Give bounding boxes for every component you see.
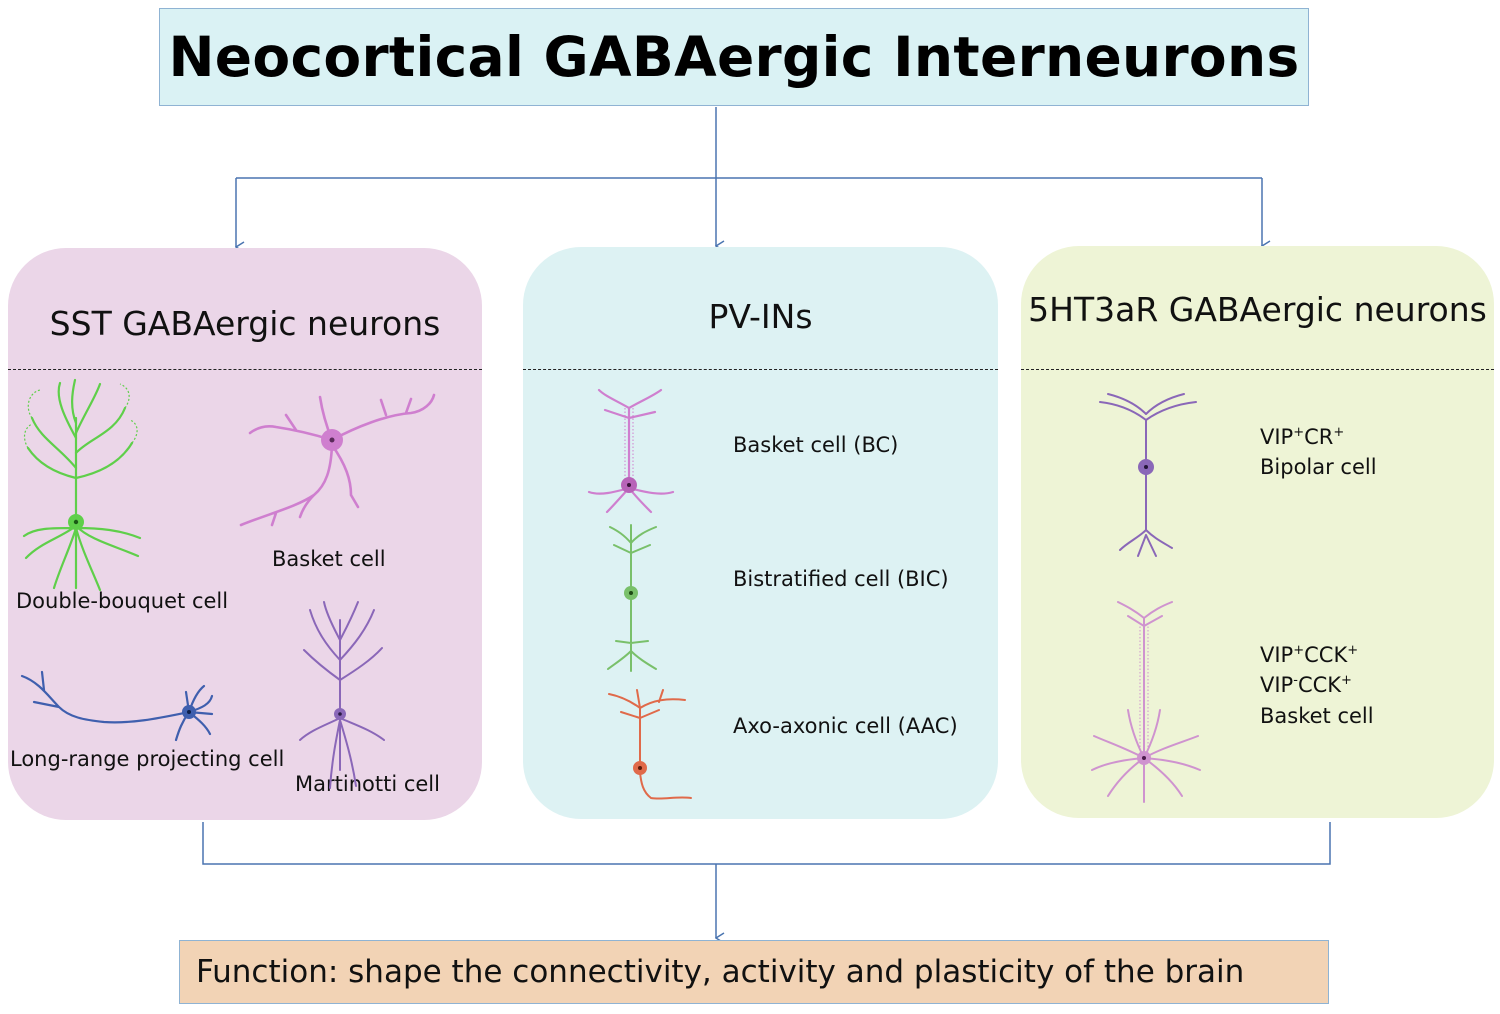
label-axo-axonic-cell: Axo-axonic cell (AAC) xyxy=(733,714,958,738)
label-sst-basket-cell: Basket cell xyxy=(272,547,386,571)
diagram-title: Neocortical GABAergic Interneurons xyxy=(168,25,1300,89)
sst-panel: SST GABAergic neurons Double-bouquet cel… xyxy=(8,248,482,820)
pv-panel-title: PV-INs xyxy=(708,297,813,336)
ht3ar-panel: 5HT3aR GABAergic neurons VIP+CR+ Bipolar… xyxy=(1021,246,1494,818)
axo-axonic-neuron-icon xyxy=(608,689,692,800)
label-pv-basket-cell: Basket cell (BC) xyxy=(733,433,899,457)
pv-basket-neuron-icon xyxy=(587,388,675,514)
vip-cr-type: Bipolar cell xyxy=(1260,455,1377,480)
double-bouquet-neuron-icon xyxy=(22,378,142,592)
vip-cck-line-1: VIP+CCK+ xyxy=(1260,643,1359,667)
martinotti-neuron-icon xyxy=(299,601,385,789)
vip-cck-line-2: VIP-CCK+ xyxy=(1260,673,1352,698)
pv-panel: PV-INs Basket cell (BC) Bistratified cel… xyxy=(523,247,998,819)
label-double-bouquet-cell: Double-bouquet cell xyxy=(16,589,229,613)
bistratified-neuron-icon xyxy=(607,524,657,672)
function-box: Function: shape the connectivity, activi… xyxy=(179,940,1329,1004)
label-long-range-projecting-cell: Long-range projecting cell xyxy=(10,747,285,771)
cck-basket-neuron-icon xyxy=(1091,601,1201,803)
long-range-neuron-icon xyxy=(20,670,214,742)
pv-divider xyxy=(523,369,998,370)
vip-cck-type: Basket cell xyxy=(1260,703,1374,728)
label-vip-cr-bipolar: VIP+CR+ Bipolar cell xyxy=(1260,422,1377,483)
connector-bottom-bar xyxy=(202,822,1331,865)
sst-divider xyxy=(8,369,482,370)
function-text: Function: shape the connectivity, activi… xyxy=(196,954,1245,990)
label-bistratified-cell: Bistratified cell (BIC) xyxy=(733,567,949,591)
bipolar-neuron-icon xyxy=(1099,393,1197,557)
label-martinotti-cell: Martinotti cell xyxy=(295,772,440,796)
vip-cr-markers: VIP+CR+ xyxy=(1260,425,1345,449)
sst-panel-title: SST GABAergic neurons xyxy=(49,304,441,343)
title-box: Neocortical GABAergic Interneurons xyxy=(159,8,1309,106)
sst-basket-neuron-icon xyxy=(239,393,436,527)
label-vip-cck-basket: VIP+CCK+ VIP-CCK+ Basket cell xyxy=(1260,640,1374,731)
ht3ar-divider xyxy=(1021,369,1494,370)
ht3ar-panel-title: 5HT3aR GABAergic neurons xyxy=(1028,290,1487,329)
